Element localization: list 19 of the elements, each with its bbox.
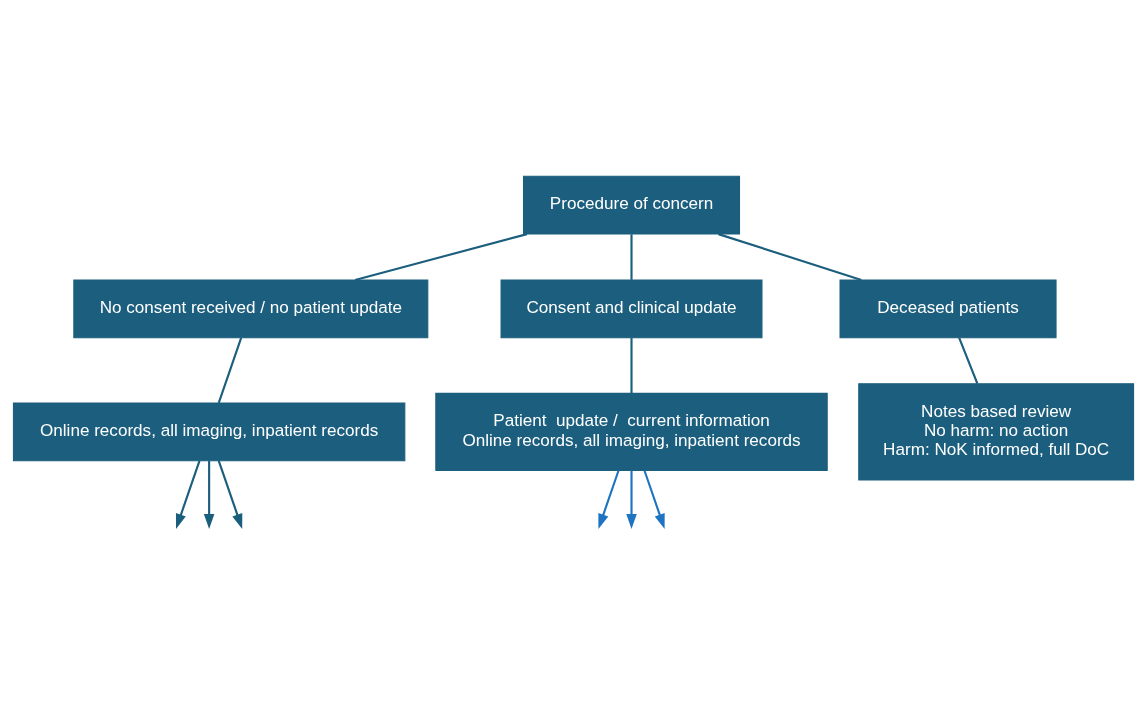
node-box: Procedure of concern (522, 175, 741, 235)
connector (354, 232, 528, 281)
connector (958, 337, 979, 384)
node-box: Notes based review No harm: no action Harm: NoK informed, full DoC (858, 382, 1135, 480)
connector (217, 337, 243, 403)
arrow (175, 459, 201, 529)
connector (630, 337, 633, 393)
node-box: Patient update / current information Online records, all imaging, inpatient records (435, 392, 828, 471)
arrow (203, 460, 215, 529)
node-box: No consent received / no patient update (73, 278, 429, 338)
arrow (598, 469, 620, 529)
arrow (217, 460, 243, 529)
node-box: Online records, all imaging, inpatient records (12, 401, 406, 461)
node-box: Deceased patients (839, 278, 1057, 338)
arrow (626, 470, 637, 529)
connector (718, 232, 862, 281)
node-box: Consent and clinical update (500, 278, 763, 338)
arrow (643, 469, 665, 529)
connector (630, 233, 633, 280)
